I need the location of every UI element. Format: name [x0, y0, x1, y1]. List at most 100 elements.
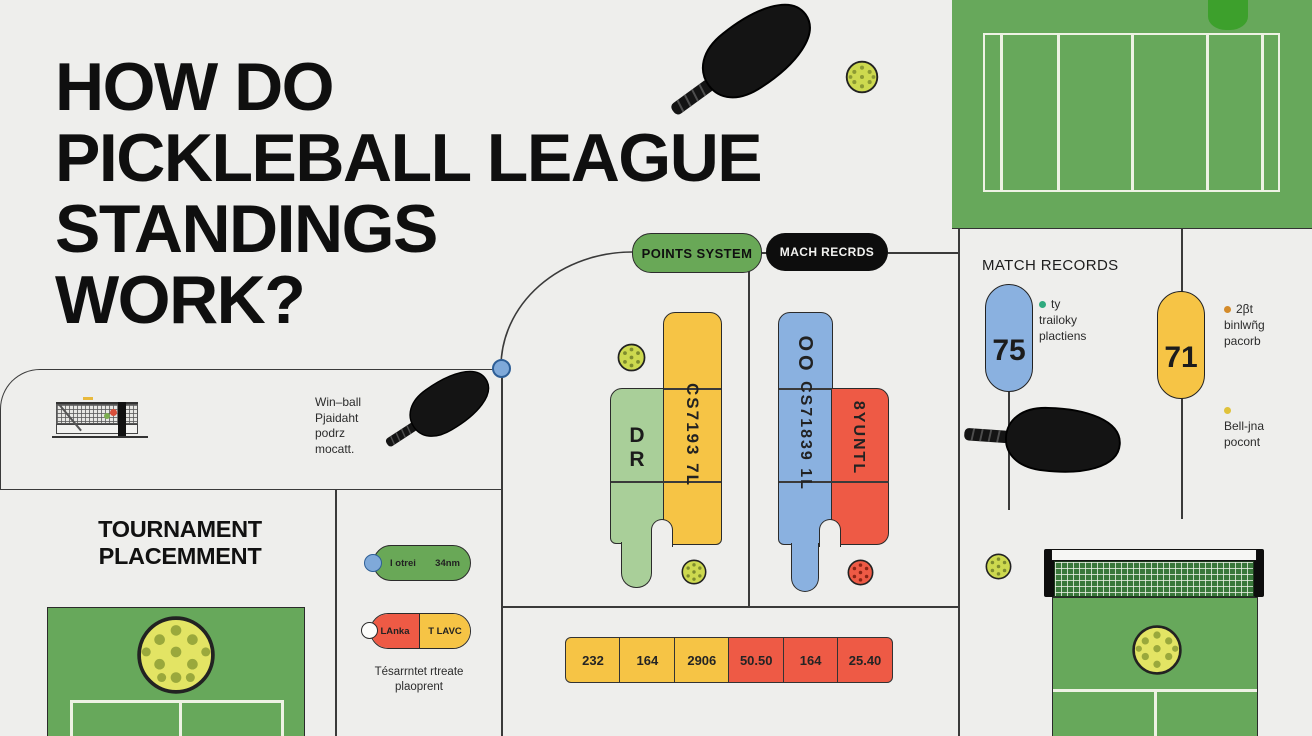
court-shadow-blob: [1208, 0, 1248, 30]
puzzle-yellow-piece: [663, 312, 722, 545]
puzzle-side-label: CS71839 1L: [795, 356, 815, 516]
court-bottom-right: [1052, 597, 1258, 736]
puzzle-red-label: 8YUNTL: [848, 378, 868, 498]
small-net-illustration: [52, 397, 148, 442]
letter-bottom: R: [629, 448, 645, 471]
green-dot: [104, 413, 110, 419]
page-title: HOW DO PICKLEBALL LEAGUE STANDINGS WORK?: [55, 49, 763, 338]
match-records-node: MACH RECRDS: [766, 233, 888, 271]
pickleball-icon: [137, 616, 215, 694]
pickleball-icon: [681, 559, 707, 585]
net-rail: [56, 402, 138, 405]
court-line: [1206, 33, 1209, 192]
pill-yellow-half: T LAVC: [420, 614, 470, 648]
net-illustration-large: [1044, 545, 1264, 600]
seam-patch: [624, 540, 649, 545]
pill-label: 34nm: [435, 557, 460, 569]
stat-capsule-blue: 75: [985, 284, 1033, 392]
divider-vertical-points: [748, 253, 750, 606]
pickleball-icon: [617, 343, 646, 372]
court-line: [1131, 33, 1134, 192]
paddle-icon: [649, 0, 830, 142]
net-mesh: [56, 404, 138, 424]
ranking-pill-split: LAnka T LAVC: [370, 613, 471, 649]
net-post: [1253, 549, 1264, 597]
letter-top: D: [629, 424, 645, 447]
points-system-node: POINTS SYSTEM: [632, 233, 762, 273]
net-post: [118, 402, 126, 436]
net-post: [1044, 549, 1055, 597]
connector-records-pill: [888, 252, 958, 254]
win-ball-note: Win–ball Pjaidaht podrz mocatt.: [315, 395, 362, 456]
note-bottom: Bell-jna pocont: [1224, 402, 1312, 450]
match-records-pill-label: MACH RECRDS: [779, 245, 875, 259]
node-dot-blue: [364, 554, 382, 572]
divider-vertical-tournament: [335, 490, 337, 736]
seam-patch: [794, 541, 816, 546]
puzzle-red-piece: [831, 388, 889, 545]
note-yellow: 2βt binlwñg pacorb: [1224, 302, 1265, 348]
puzzle-notch: [651, 519, 673, 547]
court-line: [70, 700, 284, 703]
stat-capsule-yellow: 71: [1157, 291, 1205, 399]
divider-vertical-records: [958, 229, 960, 736]
score-cell: 164: [782, 637, 839, 683]
court-line: [1154, 689, 1157, 736]
stat-value: 71: [1164, 341, 1198, 374]
node-dot-white: [361, 622, 378, 639]
puzzle-blue-piece: [778, 312, 833, 545]
red-label-text: 8YUNTL: [850, 400, 867, 476]
score-cell: 50.50: [728, 637, 785, 683]
piece-inner-line: [779, 388, 832, 390]
title-line: STANDINGS: [55, 191, 438, 267]
title-line: WORK?: [55, 262, 306, 338]
court-line: [1057, 33, 1060, 192]
puzzle-notch: [819, 519, 841, 547]
ranking-pill-green: I otrei 34nm: [373, 545, 471, 581]
title-line: HOW DO: [55, 49, 335, 125]
pickleball-icon: [845, 60, 879, 94]
red-dot: [110, 409, 117, 416]
puzzle-side-label: CS7193 7L: [682, 355, 702, 515]
net-band: [56, 424, 138, 434]
match-records-heading: MATCH RECORDS: [982, 257, 1119, 274]
court-line: [281, 700, 284, 736]
puzzle-letter-stack: D R: [616, 424, 658, 472]
piece-inner-line: [664, 388, 721, 390]
net-baseline: [52, 436, 148, 438]
node-dot: [492, 359, 511, 378]
net-mesh: [1054, 561, 1254, 597]
bullet-dot-yellow: [1224, 407, 1231, 415]
side-label-text: CS71839 1L: [797, 381, 814, 491]
pickleball-icon: [1132, 625, 1182, 675]
pill-caption: Tésarrntet rtreate plaoprent: [374, 666, 464, 693]
pill-red-half: LAnka: [371, 614, 420, 648]
score-cell: 164: [619, 637, 676, 683]
court-bottom-left: [47, 607, 305, 736]
score-cell: 25.40: [837, 637, 894, 683]
court-line: [70, 700, 73, 736]
court-line: [1261, 33, 1264, 192]
side-label-text: CS7193 7L: [683, 383, 702, 487]
arc-connector: [500, 251, 633, 368]
paddle-icon: [371, 355, 503, 466]
net-top-band: [1051, 549, 1257, 561]
piece-inner-line: [611, 481, 721, 483]
bullet-dot-green: [1039, 301, 1046, 309]
score-cells-row: 232 164 2906 50.50 164 25.40: [565, 637, 894, 683]
stat-value: 75: [992, 334, 1026, 367]
title-line: PICKLEBALL LEAGUE: [55, 120, 763, 196]
divider-horizontal-points-bottom: [501, 606, 958, 608]
divider-vertical-center-left: [501, 374, 503, 736]
paddle-icon: [960, 398, 1126, 479]
court-line: [1000, 33, 1003, 192]
puzzle-blue-finger: [791, 543, 819, 592]
pickleball-icon: [985, 553, 1012, 580]
puzzle-green-finger: [621, 542, 652, 588]
connector-pills: [756, 252, 770, 254]
pill-label: LAnka: [380, 625, 410, 637]
tournament-heading: TOURNAMENT PLACEMMENT: [98, 516, 262, 569]
pill-label: I otrei: [390, 557, 416, 569]
bullet-dot-orange: [1224, 306, 1231, 314]
